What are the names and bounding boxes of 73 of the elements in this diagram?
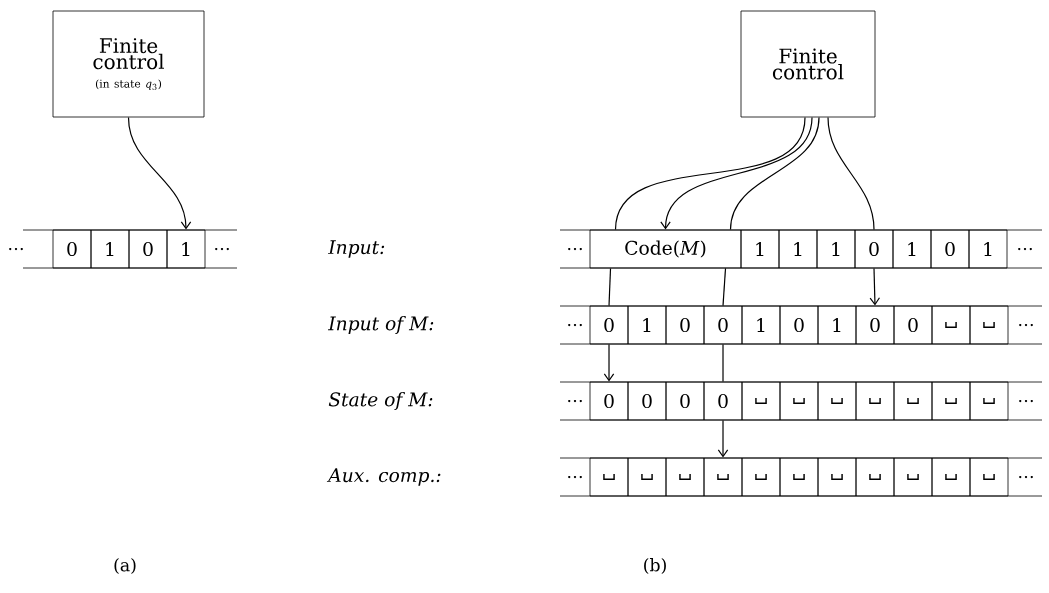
tape-cell: ␣ bbox=[931, 381, 971, 421]
row-label: Aux. comp.: bbox=[326, 468, 441, 486]
tape-cell: Code(M) bbox=[589, 229, 742, 269]
tape-cell: 1 bbox=[627, 305, 667, 345]
panel-label: (b) bbox=[644, 558, 666, 574]
tape-cell: 0 bbox=[703, 381, 743, 421]
tape-cell: ␣ bbox=[589, 457, 629, 497]
tape-cell: ␣ bbox=[817, 457, 857, 497]
connector-line bbox=[729, 116, 820, 231]
tape-cell: ␣ bbox=[893, 457, 933, 497]
tape-cell: ␣ bbox=[779, 457, 819, 497]
tape-cell: ␣ bbox=[665, 457, 705, 497]
arrow bbox=[127, 116, 192, 230]
tape-cell: 1 bbox=[892, 229, 932, 269]
tape-cell: ␣ bbox=[969, 381, 1009, 421]
tape-cell: 0 bbox=[665, 305, 705, 345]
tape-cell: 1 bbox=[741, 305, 781, 345]
tape-cell: 1 bbox=[778, 229, 818, 269]
control-box: Finite control (in state q$_{3}$) bbox=[52, 10, 205, 118]
row-label: Input of M: bbox=[328, 316, 434, 335]
tape-cell: ␣ bbox=[931, 305, 971, 345]
ellipsis: … bbox=[9, 247, 23, 251]
tape-cell: 0 bbox=[703, 305, 743, 345]
tape-cell: 0 bbox=[627, 381, 667, 421]
tape-cell: 0 bbox=[52, 229, 92, 269]
tape-cell: ␣ bbox=[855, 457, 895, 497]
ellipsis: … bbox=[1019, 399, 1033, 403]
arrow bbox=[869, 267, 881, 306]
connector-line bbox=[608, 267, 612, 307]
panel-label: (a) bbox=[114, 558, 136, 574]
control-box: Finite control bbox=[740, 10, 876, 118]
ellipsis: … bbox=[1019, 475, 1033, 479]
row-label: State of M: bbox=[328, 392, 433, 411]
tape-cell: ␣ bbox=[855, 381, 895, 421]
tape-cell: 0 bbox=[854, 229, 894, 269]
tape-cell: 0 bbox=[665, 381, 705, 421]
tape-cell: 0 bbox=[893, 305, 933, 345]
tape-cell: 0 bbox=[128, 229, 168, 269]
tape-cell: ␣ bbox=[931, 457, 971, 497]
tape-cell: ␣ bbox=[893, 381, 933, 421]
tape-cell: 1 bbox=[968, 229, 1008, 269]
tape-cell: 0 bbox=[779, 305, 819, 345]
tape-cell: 1 bbox=[166, 229, 206, 269]
ellipsis: … bbox=[215, 247, 229, 251]
ellipsis: … bbox=[1019, 323, 1033, 327]
tape-cell: ␣ bbox=[779, 381, 819, 421]
tape-cell: 1 bbox=[90, 229, 130, 269]
connector-line bbox=[827, 116, 875, 231]
arrow bbox=[603, 343, 615, 382]
arrow bbox=[660, 116, 813, 230]
tape-cell: 0 bbox=[589, 381, 629, 421]
tape-cell: ␣ bbox=[703, 457, 743, 497]
arrow bbox=[717, 419, 729, 458]
tape-cell: ␣ bbox=[969, 305, 1009, 345]
connector-line bbox=[722, 267, 727, 307]
ellipsis: … bbox=[1018, 247, 1032, 251]
tape-cell: 0 bbox=[855, 305, 895, 345]
tape-cell: ␣ bbox=[817, 381, 857, 421]
ellipsis: … bbox=[568, 323, 582, 327]
tape-cell: 0 bbox=[930, 229, 970, 269]
ellipsis: … bbox=[568, 475, 582, 479]
ellipsis: … bbox=[568, 399, 582, 403]
row-label: Input: bbox=[328, 240, 385, 258]
tape-cell: 1 bbox=[816, 229, 856, 269]
tape-cell: ␣ bbox=[741, 457, 781, 497]
tape-cell: 1 bbox=[817, 305, 857, 345]
tape-cell: ␣ bbox=[741, 381, 781, 421]
connector-line bbox=[722, 343, 724, 383]
connector-line bbox=[614, 116, 806, 231]
tape-cell: ␣ bbox=[627, 457, 667, 497]
tape-cell: ␣ bbox=[969, 457, 1009, 497]
tape-cell: 0 bbox=[589, 305, 629, 345]
tape-cell: 1 bbox=[740, 229, 780, 269]
